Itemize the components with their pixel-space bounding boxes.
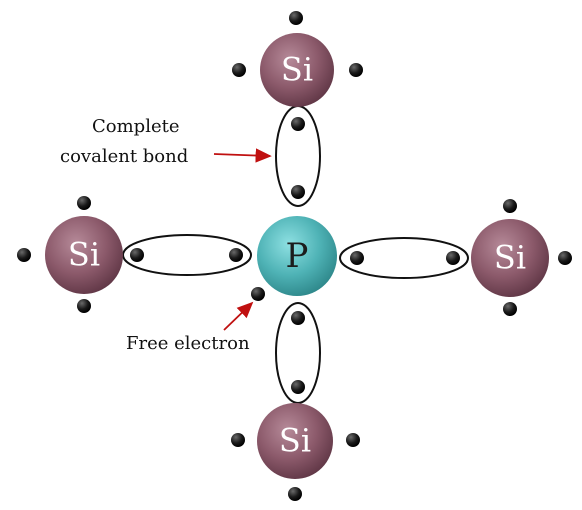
free-electron-arrow <box>223 301 254 331</box>
electron <box>229 248 243 262</box>
electron <box>558 251 572 265</box>
si-atom-left-label: Si <box>68 236 100 274</box>
si-atom-bottom-label: Si <box>279 422 311 460</box>
si-atom-right: Si <box>471 219 549 297</box>
electron <box>77 299 91 313</box>
electrons <box>17 11 572 501</box>
electron <box>291 380 305 394</box>
electron <box>232 63 246 77</box>
electron <box>291 311 305 325</box>
electron <box>446 251 460 265</box>
si-atom-bottom: Si <box>257 403 333 479</box>
free-electron-annotation: Free electron <box>126 301 254 354</box>
phosphorus-atom-label: P <box>286 236 309 276</box>
electron <box>288 487 302 501</box>
si-atom-top: Si <box>260 33 334 107</box>
complete-bond-annotation: Complete covalent bond <box>60 116 272 167</box>
electron <box>503 302 517 316</box>
electron <box>291 117 305 131</box>
electron <box>291 185 305 199</box>
electron <box>350 251 364 265</box>
si-atom-left: Si <box>45 216 123 294</box>
complete-bond-arrow <box>213 148 272 163</box>
phosphorus-atom: P <box>257 216 337 296</box>
free-electron <box>251 287 265 301</box>
free-electron-label: Free electron <box>126 333 250 354</box>
electron <box>346 433 360 447</box>
electron <box>503 199 517 213</box>
electron <box>77 196 91 210</box>
si-atom-top-label: Si <box>281 51 313 89</box>
electron <box>17 248 31 262</box>
si-atom-right-label: Si <box>494 239 526 277</box>
bond-ellipse-right <box>339 237 469 279</box>
electron <box>289 11 303 25</box>
complete-bond-label-line1: Complete <box>92 116 180 137</box>
electron <box>130 248 144 262</box>
electron <box>349 63 363 77</box>
bond-ellipse-bottom <box>275 302 321 404</box>
complete-bond-label-line2: covalent bond <box>60 146 188 167</box>
electron <box>231 433 245 447</box>
